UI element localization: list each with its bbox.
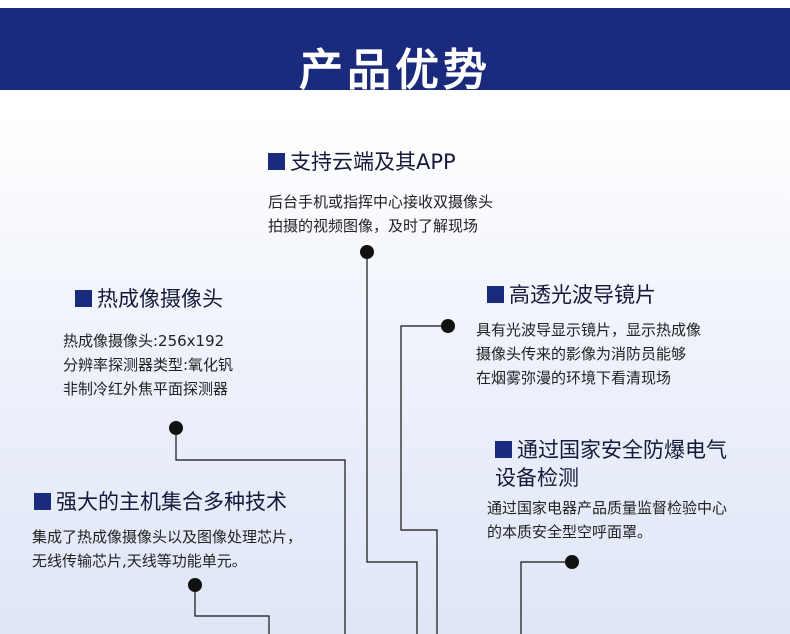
connector-dot-host [188, 578, 202, 592]
feature-title: 支持云端及其APP [268, 148, 493, 176]
feature-description: 集成了热成像摄像头以及图像处理芯片， 无线传输芯片,天线等功能单元。 [32, 528, 303, 570]
page-title: 产品优势 [299, 45, 491, 96]
connector-dot-thermal [169, 421, 183, 435]
square-bullet-icon [268, 153, 285, 170]
square-bullet-icon [487, 286, 504, 303]
square-bullet-icon [34, 493, 51, 510]
feature-thermal: 热成像摄像头 [75, 285, 223, 313]
feature-title-line2: 设备检测 [495, 466, 579, 490]
connector-dot-cloud [360, 245, 374, 259]
feature-title: 高透光波导镜片 [487, 281, 656, 309]
header-banner: 产品优势 [0, 0, 790, 96]
feature-host: 强大的主机集合多种技术 [34, 488, 287, 516]
feature-title: 强大的主机集合多种技术 [34, 488, 287, 516]
feature-description: 热成像摄像头:256x192 分辨率探测器类型:氧化钒 非制冷红外焦平面探测器 [63, 332, 234, 398]
connector-dot-safety [565, 555, 579, 569]
square-bullet-icon [495, 441, 512, 458]
feature-description: 具有光波导显示镜片，显示热成像 摄像头传来的影像为消防员能够 在烟雾弥漫的环境下… [476, 321, 702, 387]
connector-dot-lens [441, 319, 455, 333]
feature-title: 热成像摄像头 [75, 285, 223, 313]
square-bullet-icon [75, 290, 92, 307]
feature-title: 通过国家安全防爆电气 [495, 436, 727, 464]
feature-cloud: 支持云端及其APP 后台手机或指挥中心接收双摄像头 拍摄的视频图像，及时了解现场 [268, 148, 493, 238]
feature-lens: 高透光波导镜片 [487, 281, 656, 309]
feature-safety: 通过国家安全防爆电气 设备检测 [495, 436, 727, 492]
feature-description: 通过国家电器产品质量监督检验中心 的本质安全型空呼面罩。 [487, 499, 728, 541]
feature-description: 后台手机或指挥中心接收双摄像头 拍摄的视频图像，及时了解现场 [268, 193, 494, 235]
